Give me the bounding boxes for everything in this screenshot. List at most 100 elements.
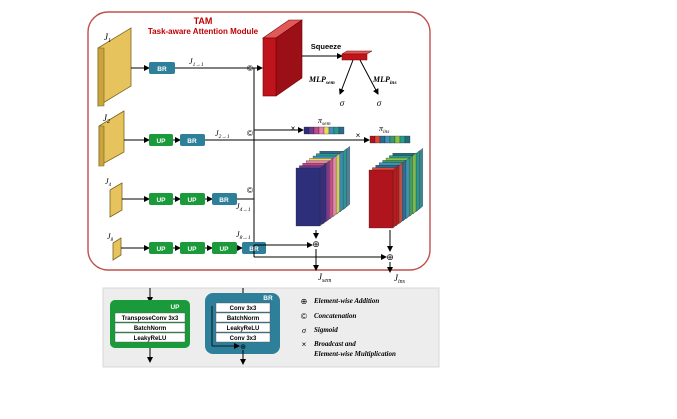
tam-subtitle: Task-aware Attention Module	[148, 27, 259, 36]
svg-text:J2: J2	[103, 113, 110, 125]
feat-label-j8to1: J8→1	[236, 230, 251, 241]
sigma-ins: σ	[377, 98, 382, 108]
svg-text:Element-wise Multiplication: Element-wise Multiplication	[313, 350, 396, 358]
pi-ins-cell	[394, 135, 401, 144]
svg-text:Jins: Jins	[394, 273, 406, 285]
output-j-sem: Jsem	[318, 272, 332, 284]
svg-text:TransposeConv 3x3: TransposeConv 3x3	[122, 316, 179, 322]
br-block-row3: BR	[212, 193, 237, 205]
svg-text:©: ©	[301, 312, 307, 321]
pi-ins-cell	[374, 135, 381, 144]
svg-text:J8: J8	[107, 232, 114, 243]
pi-sem-label: πsem	[318, 116, 331, 127]
pi-ins-cell	[404, 135, 411, 144]
pi-sem-cell	[303, 126, 310, 135]
svg-text:πsem: πsem	[318, 116, 331, 127]
pi-sem-cell	[328, 126, 335, 135]
up-block-row3b: UP	[180, 193, 205, 205]
input-slab-j2	[98, 110, 125, 167]
svg-text:J4: J4	[105, 177, 112, 188]
svg-text:BatchNorm: BatchNorm	[134, 326, 166, 332]
pi-sem-cell	[318, 126, 325, 135]
svg-text:MLPsem: MLPsem	[308, 75, 335, 86]
up-block-row4a: UP	[149, 242, 173, 254]
feature-map-side	[319, 162, 327, 227]
pi-sem-cell	[338, 126, 345, 135]
tam-title: TAM	[194, 16, 213, 26]
svg-text:⊕: ⊕	[240, 344, 246, 351]
br-block-row1: BR	[149, 62, 175, 74]
mlp-ins-label: MLPins	[372, 75, 397, 86]
svg-text:UP: UP	[156, 197, 166, 204]
concat-symbol-row1: ©	[247, 64, 253, 73]
sem-feature-stack	[295, 145, 350, 227]
svg-text:Jsem: Jsem	[318, 272, 332, 284]
svg-text:UP: UP	[219, 246, 229, 253]
svg-text:BatchNorm: BatchNorm	[227, 316, 259, 322]
feature-map	[368, 169, 394, 229]
svg-text:LeakyReLU: LeakyReLU	[134, 336, 167, 342]
input-slab-j4	[109, 182, 123, 218]
symbol-legend: ⊕ Element-wise Addition © Concatenation …	[301, 297, 396, 358]
pi-sem-vector	[303, 126, 345, 135]
feature-map-side	[392, 164, 400, 229]
squeezed-vector	[341, 50, 373, 61]
svg-text:BR: BR	[219, 197, 229, 204]
concat-feature-cube	[262, 19, 303, 97]
pi-ins-cell	[399, 135, 406, 144]
tam-container	[87, 11, 431, 271]
input-label-j4: J4	[105, 177, 112, 188]
oplus-ins: ⊕	[386, 252, 394, 262]
legend-up-block: UP TransposeConv 3x3 BatchNorm LeakyReLU	[110, 288, 190, 363]
times-ins: ×	[356, 131, 361, 140]
br-block-row2: BR	[180, 134, 205, 146]
times-sem: ×	[291, 124, 296, 133]
feat-label-j1to1: J1→1	[189, 57, 204, 68]
svg-text:BR: BR	[263, 295, 273, 302]
squeeze-label: Squeeze	[311, 42, 341, 51]
pi-ins-label: πins	[379, 124, 389, 135]
input-label-j8: J8	[107, 232, 114, 243]
svg-text:Element-wise Addition: Element-wise Addition	[313, 297, 379, 305]
svg-text:LeakyReLU: LeakyReLU	[227, 326, 260, 332]
input-label-j2: J2	[103, 113, 110, 125]
up-block-row4c: UP	[212, 242, 237, 254]
pi-sem-cell	[308, 126, 315, 135]
concat-symbol-row3: ©	[247, 186, 253, 195]
up-block-row2: UP	[149, 134, 173, 146]
input-slab-j8	[112, 237, 122, 261]
svg-text:πins: πins	[379, 124, 389, 135]
svg-text:Conv 3x3: Conv 3x3	[230, 306, 257, 312]
svg-text:UP: UP	[187, 246, 197, 253]
svg-text:×: ×	[302, 340, 307, 349]
svg-text:J4→1: J4→1	[236, 202, 251, 213]
up-block-row3a: UP	[149, 193, 173, 205]
svg-text:BR: BR	[187, 138, 197, 145]
mlp-sem-label: MLPsem	[308, 75, 335, 86]
ins-feature-stack	[368, 147, 423, 229]
pi-sem-cell	[323, 126, 330, 135]
legend-br-block: BR Conv 3x3 BatchNorm LeakyReLU Conv 3x3…	[205, 288, 280, 365]
feature-map	[295, 167, 321, 227]
svg-text:Concatenation: Concatenation	[314, 312, 357, 320]
svg-text:BR: BR	[157, 66, 167, 73]
svg-text:J8→1: J8→1	[236, 230, 251, 241]
svg-text:Sigmoid: Sigmoid	[314, 326, 338, 334]
pi-ins-cell	[389, 135, 396, 144]
feat-label-j2to1: J2→1	[215, 129, 230, 140]
svg-text:σ: σ	[302, 326, 307, 335]
svg-text:J1: J1	[104, 32, 111, 44]
svg-text:UP: UP	[156, 138, 166, 145]
pi-ins-vector	[369, 135, 411, 144]
svg-text:UP: UP	[156, 246, 166, 253]
input-slab-j1	[97, 27, 132, 107]
concat-symbol-row2: ©	[247, 129, 253, 138]
svg-text:J1→1: J1→1	[189, 57, 204, 68]
input-label-j1: J1	[104, 32, 111, 44]
pi-sem-cell	[313, 126, 320, 135]
output-j-ins: Jins	[394, 273, 406, 285]
pi-ins-cell	[379, 135, 386, 144]
svg-text:MLPins: MLPins	[372, 75, 397, 86]
feat-label-j4to1: J4→1	[236, 202, 251, 213]
